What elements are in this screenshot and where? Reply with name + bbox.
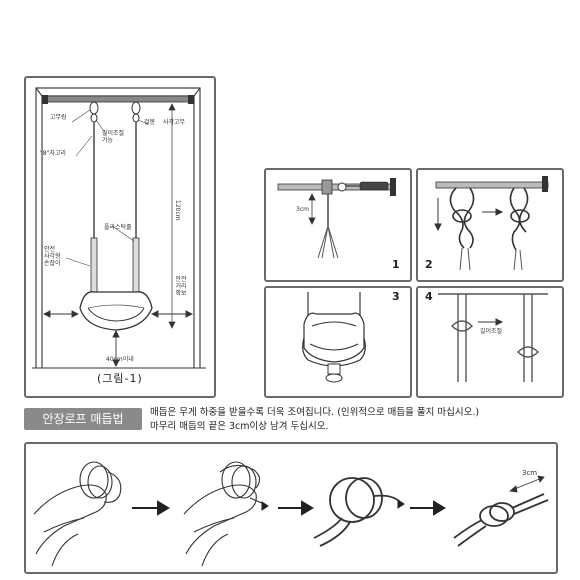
label-length-adjust: 길이조절 가능 bbox=[102, 130, 125, 144]
step-3-number: 3 bbox=[392, 290, 400, 303]
label-rope: 걸봉 bbox=[144, 119, 156, 126]
label-s-ring: "8"자고리 bbox=[40, 150, 66, 157]
knot-section-title: 안장로프 매듭법 bbox=[24, 408, 142, 430]
knot-note-2: 마무리 매듭의 끝은 3cm이상 남겨 두십시오. bbox=[150, 421, 329, 432]
label-hook: 고무링 bbox=[50, 114, 67, 121]
knot-dim-label: 3cm bbox=[522, 469, 538, 477]
figure-1-panel bbox=[24, 76, 216, 398]
step-4-number: 4 bbox=[425, 290, 433, 303]
step-3-drawing bbox=[302, 292, 366, 383]
step-1-drawing bbox=[277, 178, 396, 259]
label-height: 120cm bbox=[174, 200, 181, 221]
label-rubber-cap: 사각고무 bbox=[163, 119, 186, 126]
step-1-number: 1 bbox=[392, 258, 400, 271]
figure-1-drawing bbox=[32, 87, 206, 369]
figure-1-caption: (그림-1) bbox=[97, 372, 143, 385]
step-2-drawing bbox=[434, 176, 549, 271]
step-2-number: 2 bbox=[425, 258, 433, 271]
label-safety-handle: 안전 사각형 손잡이 bbox=[44, 246, 61, 267]
step-4-panel bbox=[416, 286, 564, 398]
label-ground-gap: 40cm이내 bbox=[106, 356, 134, 363]
knot-steps-drawing bbox=[33, 461, 549, 567]
label-plastic-rope: 플라스틱줄 bbox=[104, 224, 132, 231]
step-4-drawing bbox=[438, 293, 548, 382]
step-1-dim-label: 3cm bbox=[296, 206, 309, 213]
knot-note-1: 매듭은 무게 하중을 받을수록 더욱 조여집니다. (인위적으로 매듭을 풀지 … bbox=[150, 407, 480, 418]
step-4-adjust-label: 길이조절 bbox=[480, 328, 503, 335]
label-safe-distance: 안전 거리 확보 bbox=[175, 276, 187, 297]
